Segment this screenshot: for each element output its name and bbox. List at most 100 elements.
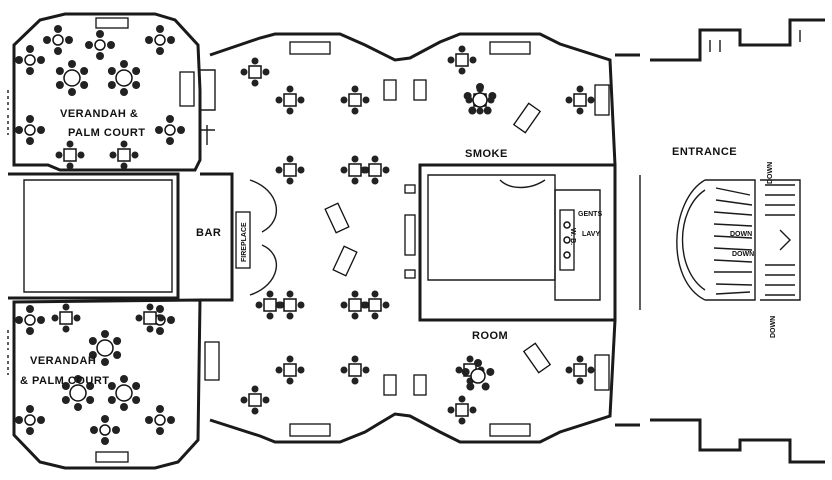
table-top (24, 124, 36, 136)
chair (251, 407, 259, 415)
chair (565, 96, 573, 104)
square-table (135, 303, 165, 333)
chair (146, 325, 154, 333)
table-top (63, 69, 81, 87)
table-top (348, 363, 362, 377)
chair (15, 56, 23, 64)
chair (37, 56, 45, 64)
chair (468, 106, 477, 115)
chair (458, 45, 466, 53)
chair (26, 137, 34, 145)
chair (26, 305, 34, 313)
label-room: ROOM (472, 330, 508, 342)
chair (61, 382, 70, 390)
chair (483, 106, 492, 115)
chair (275, 166, 283, 174)
square-table (51, 303, 81, 333)
square-table (275, 155, 305, 185)
chair (156, 327, 164, 335)
square-table (565, 85, 595, 115)
entrance-stairs (639, 175, 801, 310)
table-top (63, 148, 77, 162)
outer-walls (8, 12, 825, 470)
label-gents: GENTS (578, 211, 602, 218)
chair (251, 79, 259, 87)
table-top (368, 298, 382, 312)
chair (86, 396, 95, 404)
chair (167, 416, 175, 424)
chair (351, 155, 359, 163)
chair (371, 155, 379, 163)
chair (55, 67, 64, 75)
round-table (145, 25, 175, 55)
round-table (43, 25, 73, 55)
chair (447, 56, 455, 64)
chair (362, 366, 370, 374)
armchair (413, 374, 427, 396)
table-top (143, 311, 157, 325)
round-table (15, 45, 45, 75)
chair (156, 25, 164, 33)
chair (166, 115, 174, 123)
round-table (88, 330, 122, 366)
square-table (109, 140, 139, 170)
chair (120, 375, 128, 383)
label-palm-court-bottom: & PALM COURT (20, 375, 110, 387)
round-table (61, 375, 95, 411)
label-lavy: LAVY (582, 231, 600, 238)
chair (120, 403, 128, 411)
chair (37, 416, 45, 424)
label-verandah-bottom: VERANDAH (30, 355, 96, 367)
wall-sofas (95, 17, 610, 463)
chair (88, 337, 97, 345)
chair (463, 91, 472, 100)
chair (587, 96, 595, 104)
table-top (573, 93, 587, 107)
square-table (340, 355, 370, 385)
chair (266, 290, 274, 298)
chair (466, 382, 475, 391)
square-table (55, 140, 85, 170)
chair (351, 107, 359, 115)
chair (351, 377, 359, 385)
chair (68, 60, 76, 68)
chair (156, 405, 164, 413)
label-fireplace: FIREPLACE (241, 222, 248, 262)
table-top (115, 384, 133, 402)
chair (132, 396, 141, 404)
chair (156, 305, 164, 313)
table-top (263, 298, 277, 312)
chair (167, 36, 175, 44)
table-top (573, 363, 587, 377)
armchair (413, 79, 427, 101)
chair (90, 426, 98, 434)
chair (251, 385, 259, 393)
chair (112, 426, 120, 434)
chair (86, 382, 95, 390)
chair (85, 41, 93, 49)
chair (240, 68, 248, 76)
label-down-4: DOWN (770, 316, 777, 338)
chair (447, 406, 455, 414)
round-table (155, 115, 185, 145)
label-palm-court-top: PALM COURT (68, 127, 146, 139)
table-top (69, 384, 87, 402)
chair (351, 177, 359, 185)
square-table (275, 85, 305, 115)
label-entrance: ENTRANCE (672, 146, 737, 158)
chair (120, 140, 128, 148)
round-table (90, 415, 120, 445)
chair (26, 405, 34, 413)
chair (55, 151, 63, 159)
chair (68, 88, 76, 96)
chair (340, 166, 348, 174)
round-table (55, 60, 89, 96)
chair (15, 316, 23, 324)
label-bar: BAR (196, 227, 221, 239)
table-top (164, 124, 176, 136)
chair (101, 437, 109, 445)
chair (458, 417, 466, 425)
chair (286, 85, 294, 93)
chair (37, 126, 45, 134)
